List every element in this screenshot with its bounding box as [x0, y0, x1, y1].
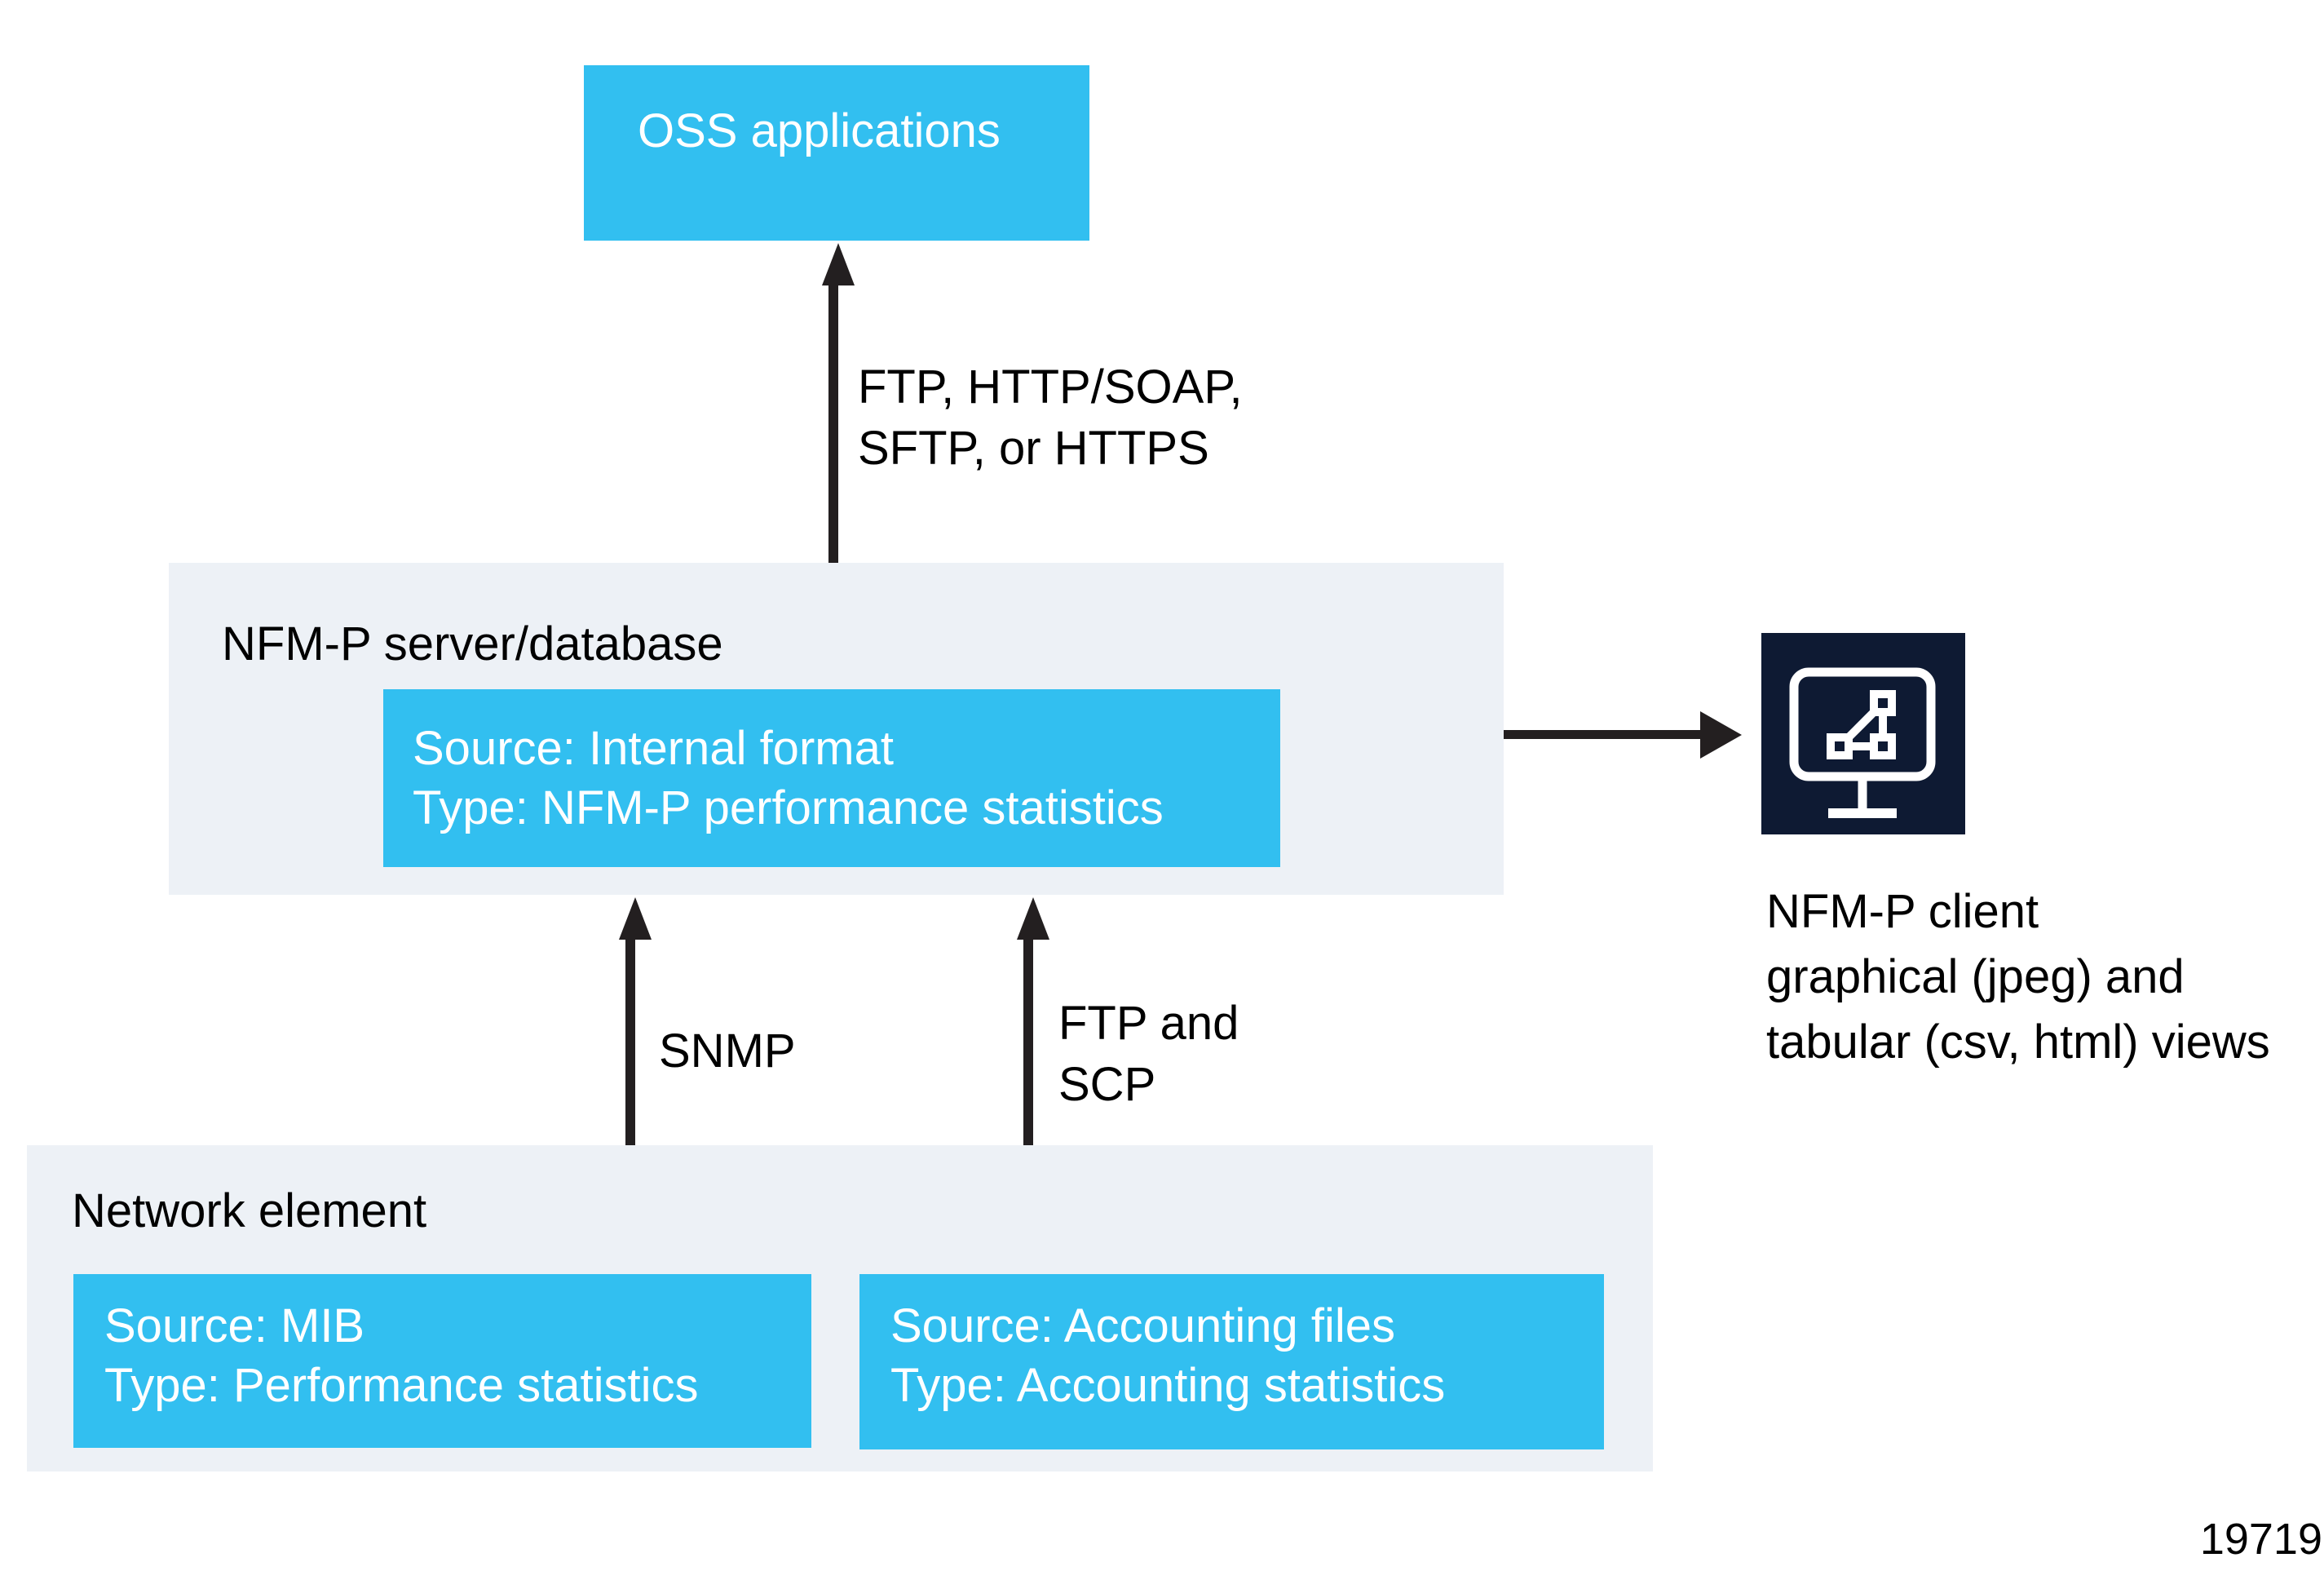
- server-to-oss-arrow-head: [822, 243, 855, 285]
- monitor-topology-icon-svg: [1789, 667, 1936, 818]
- accounting-source-line: Source: Accounting files: [890, 1299, 1396, 1352]
- mib-source-line: Source: MIB: [104, 1299, 365, 1352]
- internal-format-type-line: Type: NFM-P performance statistics: [413, 781, 1164, 834]
- nfmp-client-caption: NFM-P client graphical (jpeg) and tabula…: [1766, 879, 2270, 1075]
- oss-applications-label: OSS applications: [638, 104, 1001, 157]
- snmp-arrow-label: SNMP: [659, 1024, 796, 1078]
- ftp-scp-arrow-head: [1017, 897, 1049, 940]
- accounting-stat-box: Source: Accounting files Type: Accountin…: [859, 1274, 1604, 1449]
- oss-arrow-label-line1: FTP, HTTP/SOAP,: [858, 361, 1243, 414]
- mib-stat-box: Source: MIB Type: Performance statistics: [73, 1274, 811, 1448]
- ftp-scp-label-line1: FTP and: [1058, 997, 1239, 1050]
- client-caption-line2: graphical (jpeg) and: [1766, 950, 2185, 1004]
- oss-arrow-label-line2: SFTP, or HTTPS: [858, 422, 1209, 476]
- internal-format-source-line: Source: Internal format: [413, 722, 894, 775]
- ftp-scp-label-line2: SCP: [1058, 1058, 1156, 1112]
- network-element-panel: Network element Source: MIB Type: Perfor…: [27, 1145, 1653, 1471]
- accounting-type-line: Type: Accounting statistics: [890, 1358, 1446, 1412]
- client-caption-line1: NFM-P client: [1766, 885, 2039, 938]
- nfmp-server-panel: NFM-P server/database Source: Internal f…: [169, 563, 1504, 895]
- snmp-arrow-head: [619, 897, 652, 940]
- internal-format-stat-box: Source: Internal format Type: NFM-P perf…: [383, 689, 1280, 867]
- ftp-scp-arrow-label: FTP and SCP: [1058, 993, 1239, 1116]
- nfmp-server-panel-title: NFM-P server/database: [222, 617, 723, 670]
- client-caption-line3: tabular (csv, html) views: [1766, 1016, 2270, 1069]
- mib-type-line: Type: Performance statistics: [104, 1358, 699, 1412]
- oss-applications-box: OSS applications: [584, 65, 1089, 241]
- network-element-panel-title: Network element: [72, 1184, 427, 1237]
- server-to-oss-arrow-line: [822, 282, 845, 563]
- server-to-client-arrow-line: [1504, 730, 1701, 739]
- monitor-topology-icon: [1761, 633, 1965, 834]
- figure-number: 19719: [2199, 1515, 2322, 1564]
- server-to-client-arrow-head: [1700, 711, 1742, 759]
- server-to-oss-arrow-label: FTP, HTTP/SOAP, SFTP, or HTTPS: [858, 356, 1243, 480]
